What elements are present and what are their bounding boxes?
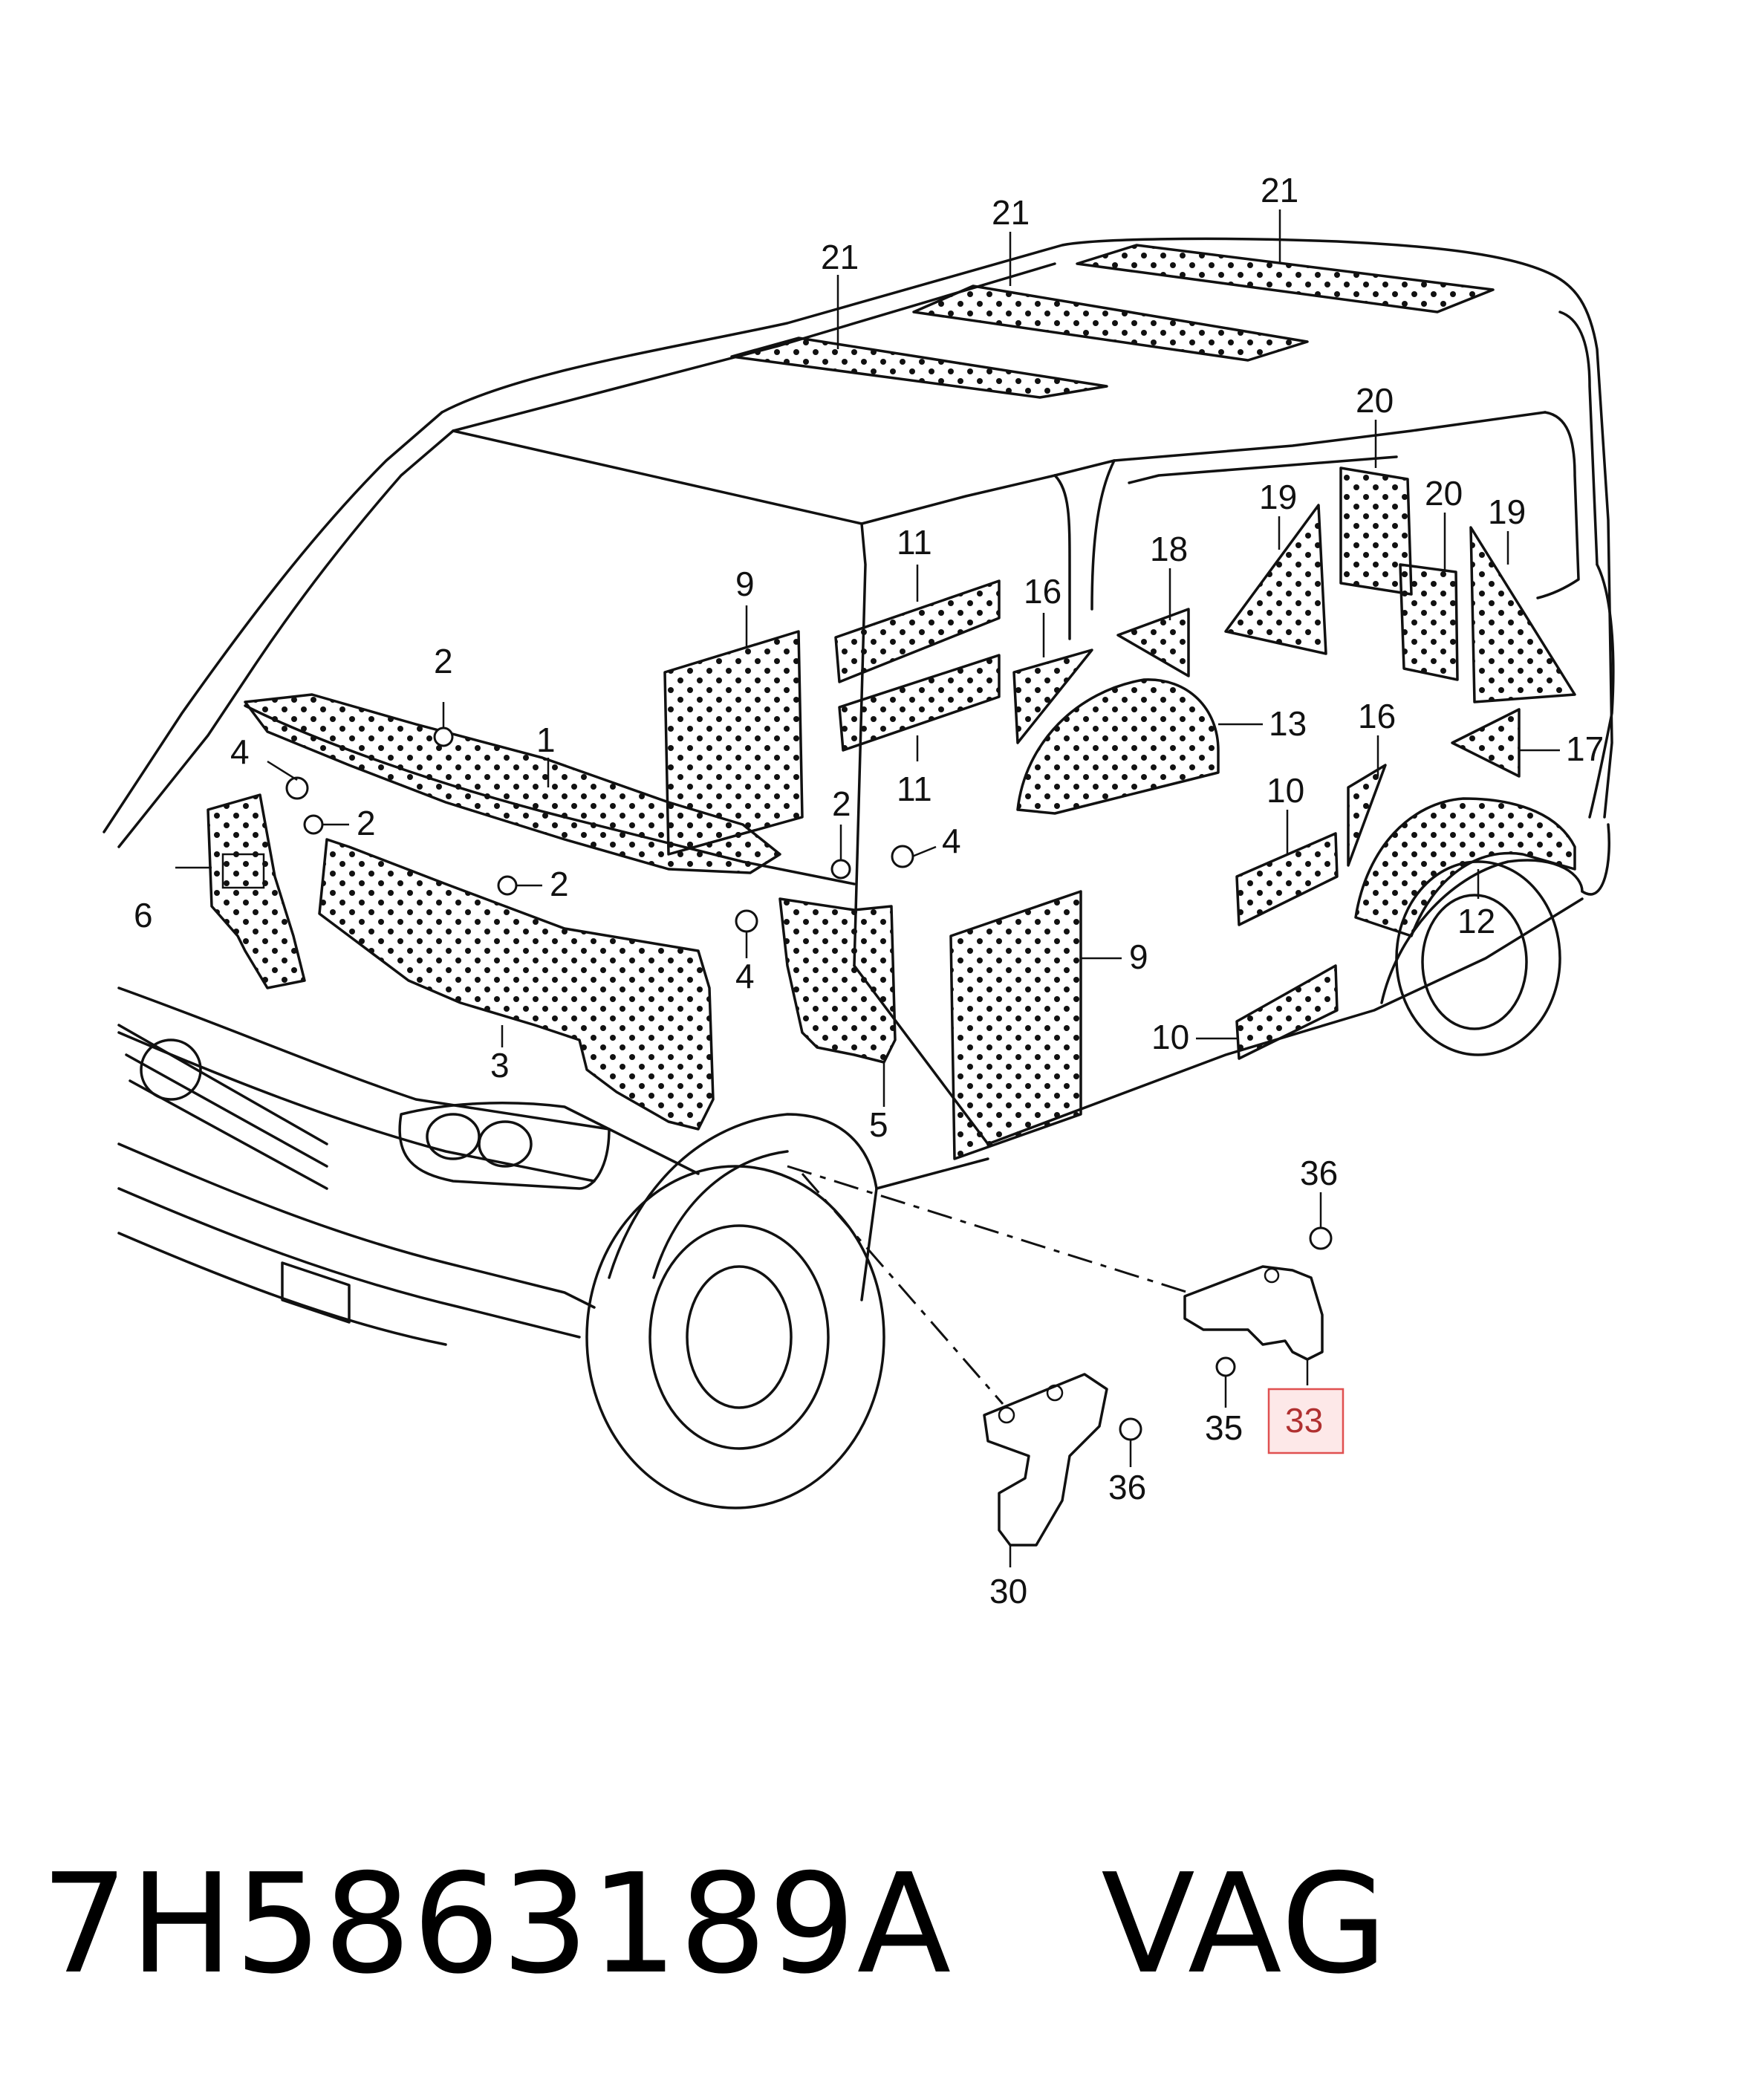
clip-2-d[interactable] <box>830 859 851 880</box>
insulation-parts <box>207 244 1576 1160</box>
part-5-a-pillar-insulation[interactable] <box>778 897 897 1064</box>
callout-35[interactable]: 35 <box>1205 1408 1243 1447</box>
callout-36-upper[interactable]: 36 <box>1300 1154 1338 1192</box>
callout-labels: 21 21 21 1 2 2 2 2 3 4 4 4 5 6 9 9 10 10… <box>134 171 1604 1610</box>
part-20-rear[interactable] <box>1399 563 1459 681</box>
nut-36-a[interactable] <box>1309 1226 1333 1250</box>
callout-17[interactable]: 17 <box>1566 729 1604 768</box>
nut-36-b[interactable] <box>1119 1417 1142 1441</box>
part-21-roof-front[interactable] <box>730 337 1108 399</box>
callout-11-upper[interactable]: 11 <box>897 523 932 562</box>
brackets <box>983 1265 1324 1547</box>
callout-6[interactable]: 6 <box>134 896 153 934</box>
part-11-strip-upper[interactable] <box>834 579 1001 683</box>
callout-21-front[interactable]: 21 <box>821 238 859 276</box>
leader-lines <box>175 209 1560 1567</box>
callout-20-front[interactable]: 20 <box>1356 381 1394 420</box>
part-13-wheel-housing[interactable] <box>1016 678 1220 815</box>
bolt-35[interactable] <box>1215 1356 1236 1377</box>
callout-4-right[interactable]: 4 <box>942 822 961 860</box>
callout-19-front[interactable]: 19 <box>1259 478 1297 516</box>
part-6-left-insulation[interactable] <box>207 793 306 989</box>
brand-name: VAG <box>1101 1844 1389 2004</box>
part-9-door-lower[interactable] <box>949 890 1082 1160</box>
callout-21-middle[interactable]: 21 <box>992 193 1030 232</box>
callout-19-rear[interactable]: 19 <box>1488 493 1526 531</box>
part-21-roof-rear[interactable] <box>1076 244 1495 313</box>
clip-4-c[interactable] <box>891 845 914 868</box>
callout-16-lower[interactable]: 16 <box>1358 697 1396 735</box>
callout-16-upper[interactable]: 16 <box>1024 572 1061 611</box>
callout-33[interactable]: 33 <box>1285 1401 1323 1440</box>
part-18[interactable] <box>1116 608 1190 677</box>
part-16-upper[interactable] <box>1012 648 1093 744</box>
callout-4-left[interactable]: 4 <box>230 732 250 771</box>
part-10-upper[interactable] <box>1235 832 1339 926</box>
callout-36-lower[interactable]: 36 <box>1108 1468 1146 1506</box>
callout-1[interactable]: 1 <box>536 721 556 759</box>
callout-2-middle[interactable]: 2 <box>550 865 569 903</box>
callout-2-pillar[interactable]: 2 <box>832 784 851 823</box>
part-33-bracket[interactable] <box>1183 1265 1324 1361</box>
part-number: 7H5863189A <box>41 1844 953 2004</box>
callout-21-rear[interactable]: 21 <box>1261 171 1298 209</box>
part-11-strip-lower[interactable] <box>838 654 1001 752</box>
part-9-door-upper[interactable] <box>663 630 804 856</box>
callout-9-lower[interactable]: 9 <box>1129 937 1148 976</box>
part-17[interactable] <box>1451 708 1521 778</box>
part-21-roof-middle[interactable] <box>912 285 1309 362</box>
part-16-lower[interactable] <box>1347 764 1387 867</box>
clip-4-a[interactable] <box>285 776 309 800</box>
fasteners <box>285 726 1333 1441</box>
callout-30[interactable]: 30 <box>989 1572 1027 1610</box>
callout-10-lower[interactable]: 10 <box>1151 1018 1189 1056</box>
callout-13[interactable]: 13 <box>1269 704 1307 743</box>
callout-5[interactable]: 5 <box>869 1105 888 1144</box>
assembly-lines <box>787 1165 1189 1405</box>
part-10-lower[interactable] <box>1235 964 1339 1060</box>
callout-2-left[interactable]: 2 <box>357 804 376 842</box>
callout-18[interactable]: 18 <box>1150 530 1188 568</box>
callout-11-lower[interactable]: 11 <box>897 770 932 808</box>
part-3-bulkhead[interactable] <box>318 838 715 1131</box>
clip-2-b[interactable] <box>303 814 324 835</box>
part-19-rear[interactable] <box>1469 526 1576 703</box>
callout-12[interactable]: 12 <box>1457 902 1495 940</box>
callout-3[interactable]: 3 <box>490 1046 510 1085</box>
part-12-rear-wheel-liner[interactable] <box>1354 797 1576 937</box>
part-30-bracket[interactable] <box>983 1373 1108 1547</box>
clip-4-b[interactable] <box>735 909 758 933</box>
callout-33-highlight-box[interactable] <box>1267 1388 1345 1454</box>
callout-4-middle[interactable]: 4 <box>735 957 755 995</box>
part-19-front[interactable] <box>1224 504 1327 655</box>
callout-9-upper[interactable]: 9 <box>735 565 755 603</box>
callout-10-upper[interactable]: 10 <box>1267 771 1304 810</box>
callout-20-rear[interactable]: 20 <box>1425 474 1463 513</box>
callout-2-top[interactable]: 2 <box>434 642 453 680</box>
clip-2-c[interactable] <box>497 875 518 896</box>
van-body-outline <box>103 237 1615 1509</box>
clip-2-a[interactable] <box>433 726 454 747</box>
